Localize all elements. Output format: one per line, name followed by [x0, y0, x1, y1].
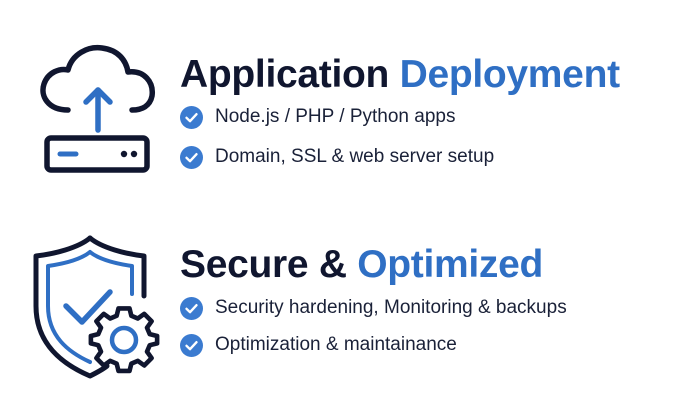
check-circle-icon: [180, 105, 203, 129]
feature-item: Domain, SSL & web server setup: [180, 144, 494, 170]
heading-main: Application: [180, 53, 390, 96]
check-circle-icon: [180, 145, 203, 169]
feature-item: Security hardening, Monitoring & backups: [180, 295, 567, 321]
section-heading: Application Deployment: [180, 55, 620, 94]
feature-text: Domain, SSL & web server setup: [215, 146, 495, 167]
heading-accent: Deployment: [399, 53, 621, 96]
feature-text: Optimization & maintainance: [215, 334, 457, 355]
check-circle-icon: [180, 296, 203, 320]
feature-text: Node.js / PHP / Python apps: [215, 106, 456, 127]
feature-text: Security hardening, Monitoring & backups: [215, 297, 567, 318]
feature-item: Node.js / PHP / Python apps: [180, 104, 455, 130]
section-heading: Secure & Optimized: [180, 245, 543, 284]
heading-accent: Optimized: [357, 243, 544, 286]
deployment-section: Application Deployment Node.js / PHP / P…: [0, 0, 680, 200]
shield-check-gear-icon: [22, 232, 170, 380]
cloud-upload-server-icon: [28, 38, 168, 178]
heading-main: Secure &: [180, 243, 347, 286]
security-section: Secure & Optimized Security hardening, M…: [0, 200, 680, 409]
feature-item: Optimization & maintainance: [180, 332, 457, 358]
check-circle-icon: [180, 333, 203, 357]
